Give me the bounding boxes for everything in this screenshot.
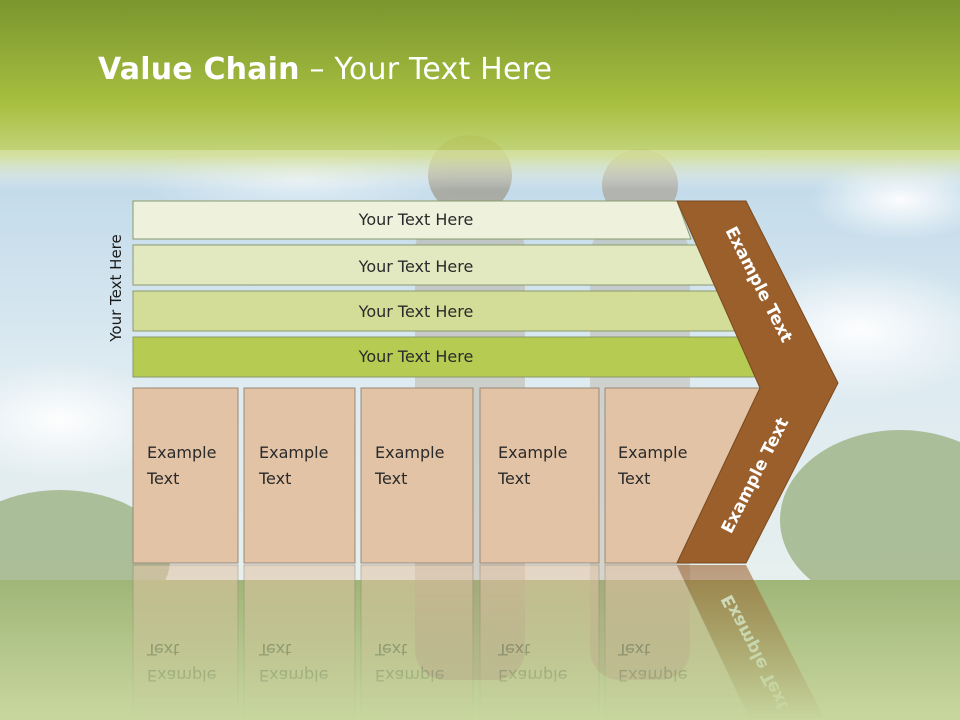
primary-box-line2: Text xyxy=(374,469,407,488)
primary-box-1[interactable]: Example Text xyxy=(132,387,239,564)
primary-box-5[interactable]: Example Text xyxy=(604,387,761,564)
primary-box-line1: Example xyxy=(618,443,687,462)
primary-box-line2: Text xyxy=(497,469,530,488)
primary-box-3[interactable]: Example Text xyxy=(360,387,474,564)
primary-box-line1: Example xyxy=(259,443,328,462)
reflection-label: Text xyxy=(374,640,407,659)
reflection-label: Example xyxy=(618,666,687,685)
primary-box-shape xyxy=(479,387,600,564)
primary-box-4[interactable]: Example Text xyxy=(479,387,600,564)
reflection-label: Example xyxy=(375,666,444,685)
primary-box-line2: Text xyxy=(146,469,179,488)
support-bar-label: Your Text Here xyxy=(358,347,474,366)
primary-activities: Example Text Example Text Example Text E… xyxy=(132,387,761,564)
title-bold: Value Chain xyxy=(98,52,300,87)
reflection-label: Text xyxy=(497,640,530,659)
support-bar-label: Your Text Here xyxy=(358,257,474,276)
chevron-shape xyxy=(676,200,839,564)
primary-box-2[interactable]: Example Text xyxy=(243,387,356,564)
reflection-label: Example xyxy=(147,666,216,685)
primary-box-line2: Text xyxy=(258,469,291,488)
support-bar-shape xyxy=(132,200,692,240)
primary-box-line1: Example xyxy=(147,443,216,462)
support-bar-3[interactable]: Your Text Here xyxy=(132,290,739,332)
reflection-label: Text xyxy=(258,640,291,659)
side-label: Your Text Here xyxy=(107,234,125,342)
slide-title: Value Chain – Your Text Here xyxy=(98,52,552,87)
primary-box-line1: Example xyxy=(498,443,567,462)
primary-box-shape xyxy=(243,387,356,564)
primary-box-line2: Text xyxy=(617,469,650,488)
support-bar-2[interactable]: Your Text Here xyxy=(132,244,716,286)
support-bar-label: Your Text Here xyxy=(358,302,474,321)
support-bar-4[interactable]: Your Text Here xyxy=(132,336,763,378)
support-bar-1[interactable]: Your Text Here xyxy=(132,200,692,240)
primary-box-line1: Example xyxy=(375,443,444,462)
reflection-label: Example xyxy=(498,666,567,685)
reflection-label: Example xyxy=(259,666,328,685)
support-bar-label: Your Text Here xyxy=(358,210,474,229)
title-rest: – Your Text Here xyxy=(299,52,553,87)
primary-box-shape xyxy=(360,387,474,564)
reflection-label: Text xyxy=(617,640,650,659)
support-activities: Your Text Here Your Text Here Your Text … xyxy=(132,200,763,378)
reflection: Example Text Example Text Example Text E… xyxy=(132,564,826,720)
reflection-label: Text xyxy=(146,640,179,659)
primary-box-shape xyxy=(132,387,239,564)
